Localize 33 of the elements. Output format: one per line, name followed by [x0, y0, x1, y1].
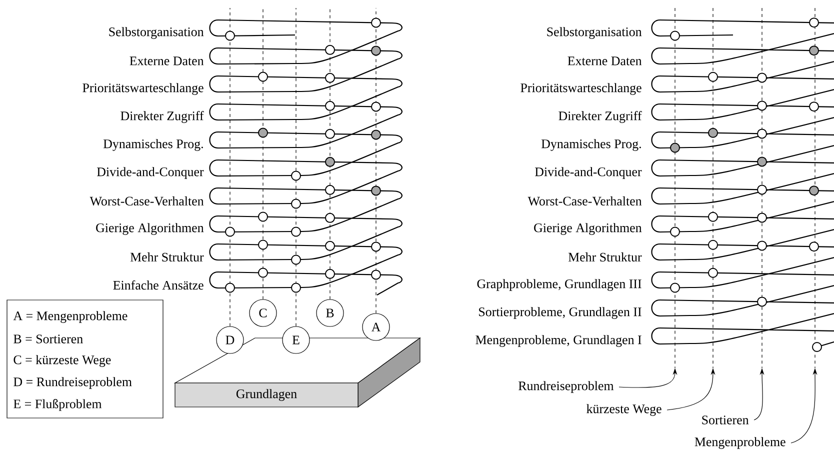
- level-label: Worst-Case-Verhalten: [90, 196, 204, 206]
- level-label: Graphprobleme, Grundlagen III: [477, 279, 642, 291]
- level-label: Dynamisches Prog.: [103, 139, 203, 151]
- level-label: Sortierprobleme, Grundlagen II: [479, 307, 642, 319]
- level-label: Worst-Case-Verhalten: [528, 196, 642, 206]
- level-label: Prioritätswarteschlange: [82, 83, 204, 95]
- column-label: Rundreiseproblem: [518, 381, 614, 393]
- level-label: Gierige Algorithmen: [96, 223, 204, 235]
- level-label: Mehr Struktur: [130, 252, 204, 262]
- column-label: Mengenprobleme: [694, 437, 786, 449]
- legend-entry: A = Mengenprobleme: [13, 311, 128, 323]
- column-label: Sortieren: [702, 416, 749, 424]
- legend-entry: E = Flußproblem: [14, 399, 102, 411]
- level-label: Divide-and-Conquer: [535, 167, 642, 179]
- level-label: Direkter Zugriff: [120, 111, 204, 123]
- level-label: Externe Daten: [568, 56, 642, 66]
- column-label: kürzeste Wege: [586, 404, 662, 416]
- level-label: Selbstorganisation: [547, 27, 642, 39]
- node-label: Grundlagen: [236, 389, 297, 401]
- level-label: Dynamisches Prog.: [541, 139, 641, 151]
- level-label: Mengenprobleme, Grundlagen I: [476, 335, 642, 347]
- dashed-line: [262, 8, 264, 300]
- level-label: Mehr Struktur: [568, 252, 642, 262]
- level-label: Prioritätswarteschlange: [520, 83, 642, 95]
- level-label: Selbstorganisation: [109, 27, 204, 39]
- level-label: Externe Daten: [130, 56, 204, 66]
- level-label: Direkter Zugriff: [558, 111, 642, 123]
- level-label: Einfache Ansätze: [113, 280, 204, 290]
- level-label: Gierige Algorithmen: [534, 223, 642, 235]
- legend-entry: D = Rundreiseproblem: [14, 377, 132, 389]
- legend-entry: C = kürzeste Wege: [14, 355, 111, 367]
- legend-entry: B = Sortieren: [14, 334, 83, 344]
- level-label: Divide-and-Conquer: [97, 167, 204, 179]
